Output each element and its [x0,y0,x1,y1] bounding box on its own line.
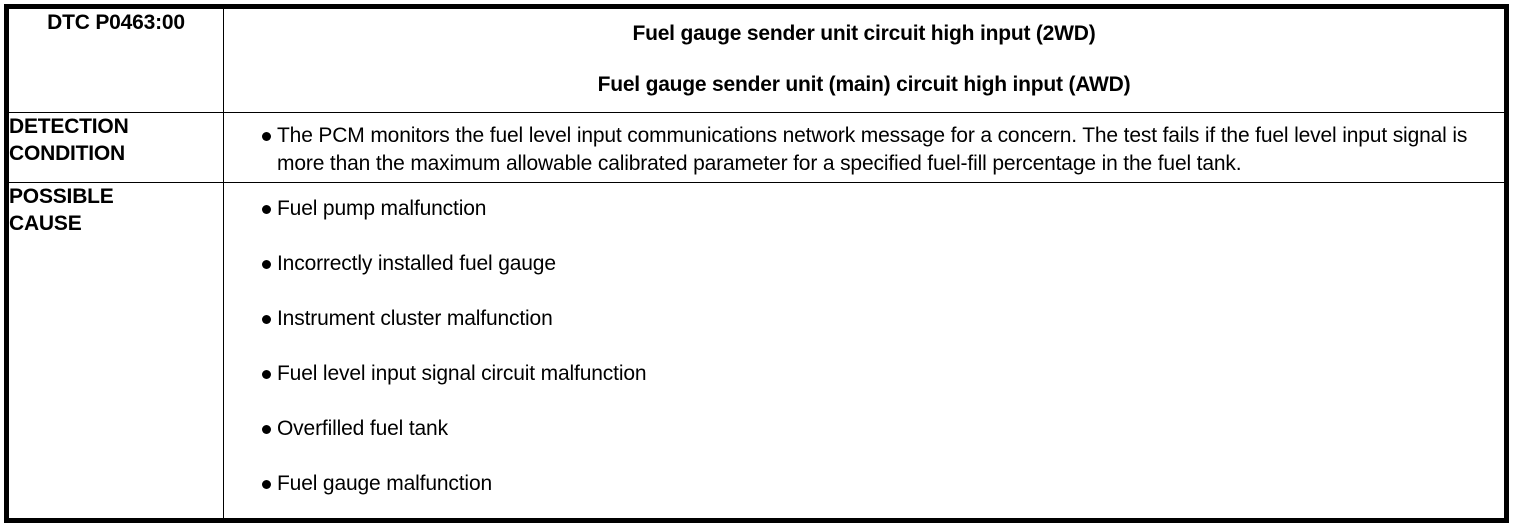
list-item-text: Instrument cluster malfunction [277,307,553,331]
list-item: Fuel level input signal circuit malfunct… [224,360,1504,388]
list-item: Incorrectly installed fuel gauge [224,250,1504,278]
dtc-table-grid: DTC P0463:00 Fuel gauge sender unit circ… [8,7,1505,519]
list-item-text: Overfilled fuel tank [277,417,448,441]
list-item: Overfilled fuel tank [224,415,1504,443]
table-row-detection-condition: DETECTION CONDITION The PCM monitors the… [8,112,1505,184]
table-row-possible-cause: POSSIBLE CAUSE Fuel pump malfunction Inc… [8,182,1505,519]
list-item-text: Fuel level input signal circuit malfunct… [277,362,647,386]
list-item: Instrument cluster malfunction [224,305,1504,333]
possible-cause-cell: Fuel pump malfunction Incorrectly instal… [223,182,1505,519]
list-item-text: Incorrectly installed fuel gauge [277,252,556,276]
dtc-title-line-2wd: Fuel gauge sender unit circuit high inpu… [632,22,1096,45]
detection-condition-label: DETECTION CONDITION [8,112,224,184]
dtc-code-label: DTC P0463:00 [8,7,224,114]
list-item: Fuel pump malfunction [224,195,1504,223]
bullet-icon [262,315,271,325]
list-item-text: Fuel gauge malfunction [277,472,493,496]
list-item-text: The PCM monitors the fuel level input co… [277,124,1468,176]
bullet-icon [262,480,271,490]
detection-condition-list: The PCM monitors the fuel level input co… [224,113,1504,178]
dtc-table: DTC P0463:00 Fuel gauge sender unit circ… [4,4,1509,523]
table-row-dtc: DTC P0463:00 Fuel gauge sender unit circ… [8,7,1505,114]
detection-condition-label-line-2: CONDITION [9,142,126,166]
bullet-icon [262,132,271,142]
list-item: Fuel gauge malfunction [224,470,1504,498]
detection-condition-label-line-1: DETECTION [9,115,129,139]
bullet-icon [262,205,271,215]
bullet-icon [262,425,271,435]
possible-cause-label-line-2: CAUSE [9,212,82,236]
possible-cause-label: POSSIBLE CAUSE [8,182,224,519]
dtc-title-cell: Fuel gauge sender unit circuit high inpu… [223,7,1505,114]
dtc-title-line-awd: Fuel gauge sender unit (main) circuit hi… [597,73,1131,96]
bullet-icon [262,370,271,380]
list-item-text: Fuel pump malfunction [277,197,487,221]
possible-cause-label-line-1: POSSIBLE [9,185,114,209]
detection-condition-cell: The PCM monitors the fuel level input co… [223,112,1505,184]
list-item: The PCM monitors the fuel level input co… [224,122,1504,178]
bullet-icon [262,260,271,270]
possible-cause-list: Fuel pump malfunction Incorrectly instal… [224,183,1504,498]
